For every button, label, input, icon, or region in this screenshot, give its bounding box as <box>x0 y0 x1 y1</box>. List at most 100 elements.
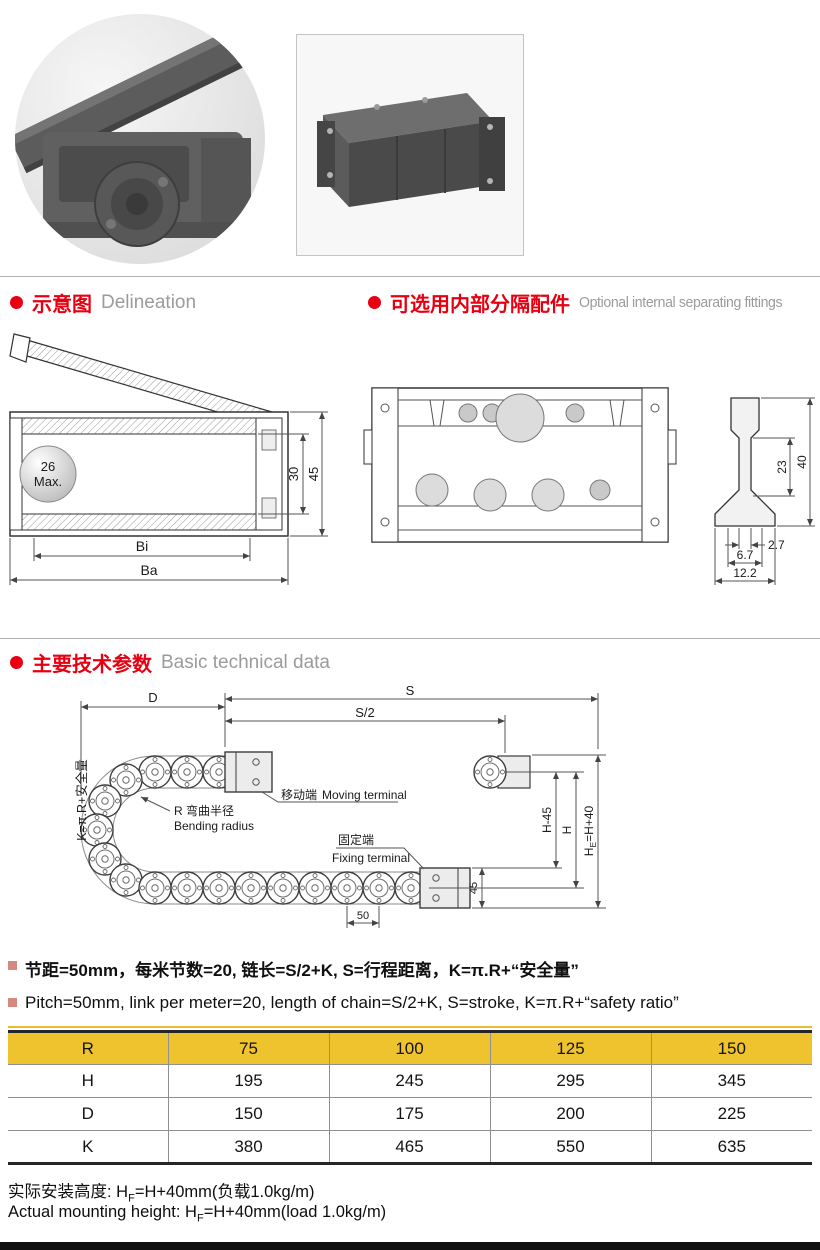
table-cell: 380 <box>167 1130 330 1165</box>
note-en: Pitch=50mm, link per meter=20, length of… <box>8 993 679 1013</box>
dim-6-7-label: 6.7 <box>737 548 754 562</box>
table-cell: 635 <box>650 1130 812 1165</box>
dim-d-label: D <box>148 690 157 705</box>
product-photo-circle <box>15 14 265 264</box>
dim-30-label: 30 <box>286 467 301 481</box>
fixing-leader-line <box>336 847 425 870</box>
dim-h-label: H <box>560 826 574 835</box>
data-table: R 75 100 125 150 H 195 245 295 345 D 150… <box>8 1030 812 1165</box>
red-dot-icon <box>10 656 23 669</box>
table-header-cell: 125 <box>489 1030 652 1065</box>
separating-header: 可选用内部分隔配件 Optional internal separating f… <box>368 288 795 317</box>
table-cell: 175 <box>328 1097 491 1131</box>
table-header-row: R 75 100 125 150 <box>8 1030 812 1065</box>
radius-label-en: Bending radius <box>174 819 254 833</box>
top-view-drawing <box>363 387 677 543</box>
table-cell: K <box>8 1130 169 1165</box>
table-cell: 150 <box>167 1097 330 1131</box>
table-header-cell: 75 <box>167 1030 330 1065</box>
note-en-text: Pitch=50mm, link per meter=20, length of… <box>25 993 679 1012</box>
dim-s <box>225 693 599 749</box>
note-cn: 节距=50mm，每米节数=20, 链长=S/2+K, S=行程距离，K=π.R+… <box>8 956 579 981</box>
dim-50-label: 50 <box>357 910 369 922</box>
fixing-label-en: Fixing terminal <box>332 851 410 865</box>
moving-terminal <box>224 751 273 793</box>
dim-45-terminal-label: 45 <box>468 882 480 894</box>
separating-title-en: Optional internal separating fittings <box>579 294 783 311</box>
dim-45 <box>290 411 328 537</box>
table-cell: 200 <box>489 1097 652 1131</box>
dim-12-2 <box>714 528 776 585</box>
technical-title-cn: 主要技术参数 <box>32 654 152 676</box>
ball-label-max: Max. <box>34 474 62 489</box>
subscript: F <box>196 1212 204 1225</box>
technical-header: 主要技术参数 Basic technical data <box>10 648 330 677</box>
side-view-drawing: 26 Max. 30 45 Bi <box>9 333 328 585</box>
divider-top <box>0 276 820 277</box>
circle-photo-art <box>15 18 265 247</box>
table-cell: H <box>8 1064 169 1098</box>
technical-drawings: 26 Max. 30 45 Bi <box>9 333 815 585</box>
ball-label-26: 26 <box>41 459 55 474</box>
table-header-cell: R <box>8 1030 169 1065</box>
dim-s-label: S <box>406 685 415 698</box>
note-cn-text: 节距=50mm，每米节数=20, 链长=S/2+K, S=行程距离，K=π.R+… <box>25 961 579 980</box>
radius-label-cn: R 弯曲半径 <box>174 803 234 818</box>
fixing-label-cn: 固定端 <box>338 832 374 847</box>
table-top-stripe <box>8 1026 812 1028</box>
subscript: F <box>128 1192 135 1205</box>
height-extension-lines <box>429 754 606 909</box>
table-cell: 225 <box>650 1097 812 1131</box>
dim-23-label: 23 <box>775 460 789 474</box>
dim-50 <box>346 906 380 928</box>
dim-s-half <box>225 715 506 753</box>
table-cell: D <box>8 1097 169 1131</box>
radius-arrow <box>140 796 171 812</box>
table-row: K 380 465 550 635 <box>8 1130 812 1165</box>
table-cell: 465 <box>328 1130 491 1165</box>
square-bullet-icon <box>8 998 17 1007</box>
dim-h45-label: H-45 <box>540 807 554 833</box>
dim-2-7 <box>725 528 765 549</box>
delineation-title-en: Delineation <box>101 291 197 313</box>
dim-s-half-label: S/2 <box>355 705 375 720</box>
footer-note-en: Actual mounting height: HF=H+40mm(load 1… <box>8 1203 387 1225</box>
dim-12-2-label: 12.2 <box>733 566 757 580</box>
red-dot-icon <box>368 296 381 309</box>
square-bullet-icon <box>8 961 17 970</box>
dim-bi-label: Bi <box>136 538 148 554</box>
dim-he-label: HE=H+40 <box>582 805 598 856</box>
table-header-cell: 100 <box>328 1030 491 1065</box>
dim-bi <box>33 538 251 561</box>
table-cell: 195 <box>167 1064 330 1098</box>
dim-ba <box>9 538 289 585</box>
dim-23 <box>753 437 795 497</box>
dim-2-7-label: 2.7 <box>768 538 785 552</box>
dim-30 <box>258 433 309 515</box>
footer-note-cn: 实际安装高度: HF=H+40mm(负载1.0kg/m) <box>8 1183 315 1205</box>
k-formula-label: K=π.R+安全量 <box>74 759 89 841</box>
dim-6-7 <box>727 528 763 567</box>
product-photo-rect <box>296 34 524 256</box>
separating-title-cn: 可选用内部分隔配件 <box>390 294 570 316</box>
delineation-header: 示意图 Delineation <box>10 288 196 317</box>
dim-ba-label: Ba <box>140 562 157 578</box>
table-cell: 245 <box>328 1064 491 1098</box>
red-dot-icon <box>10 296 23 309</box>
table-cell: 345 <box>650 1064 812 1098</box>
dim-40 <box>761 397 815 527</box>
dim-40-label: 40 <box>795 455 809 469</box>
table-row: D 150 175 200 225 <box>8 1097 812 1131</box>
technical-title-en: Basic technical data <box>161 651 330 673</box>
separator-profile-drawing: 23 40 2.7 6.7 <box>714 397 815 585</box>
table-cell: 550 <box>489 1130 652 1165</box>
rect-photo-art <box>317 93 505 207</box>
bottom-black-bar <box>0 1242 820 1250</box>
moving-leader-line <box>261 791 398 803</box>
table-cell: 295 <box>489 1064 652 1098</box>
divider-middle <box>0 638 820 639</box>
delineation-title-cn: 示意图 <box>32 294 92 316</box>
